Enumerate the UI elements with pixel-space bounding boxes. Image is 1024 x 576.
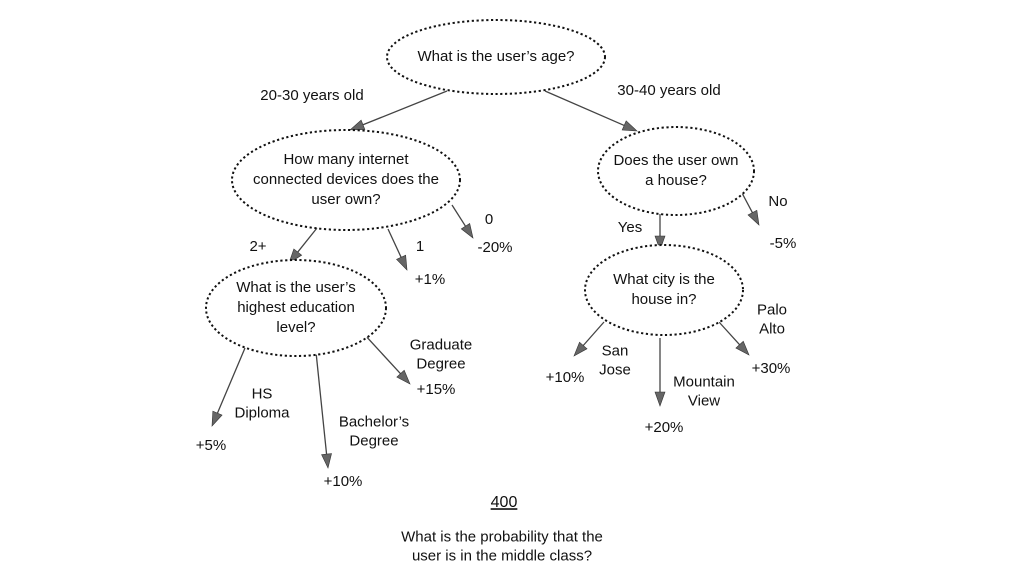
- outcome-hs-diploma: +5%: [196, 437, 226, 454]
- edge-education-hs-head: [211, 410, 223, 427]
- branch-label-hs-diploma: HS Diploma: [234, 385, 290, 421]
- branch-label-bachelors-degree-line-2: Degree: [349, 432, 398, 449]
- branch-label-no-line-1: No: [768, 193, 787, 210]
- edge-age-to-house-head: [621, 120, 638, 132]
- outcome-devices-0: -20%: [477, 239, 512, 256]
- node-house-text-line-2: a house?: [645, 172, 707, 189]
- edge-devices-1-head: [396, 254, 408, 271]
- node-age-text-line-1: What is the user’s age?: [417, 48, 574, 65]
- edge-devices-0: [451, 204, 474, 239]
- edge-age-to-house: [544, 90, 638, 132]
- edge-devices-1: [387, 228, 408, 271]
- node-devices-text-line-1: How many internet: [283, 151, 409, 168]
- branch-label-1: 1: [416, 238, 424, 255]
- node-devices: How many internet connected devices does …: [231, 129, 461, 231]
- outcome-devices-1: +1%: [415, 271, 445, 288]
- node-devices-outline: [231, 129, 461, 231]
- edge-house-no-head: [747, 209, 760, 226]
- edge-devices-to-education: [288, 227, 318, 264]
- branch-label-0-line-1: 0: [485, 211, 493, 228]
- edge-education-graduate-head: [396, 369, 411, 385]
- branch-label-20-30-line-1: 20-30 years old: [260, 87, 363, 104]
- node-house: Does the user own a house?: [597, 126, 755, 216]
- edge-city-san-jose-head: [573, 341, 588, 357]
- branch-label-yes: Yes: [618, 219, 642, 236]
- branch-label-2plus: 2+: [249, 238, 266, 255]
- node-education-text-line-1: What is the user’s: [236, 279, 356, 296]
- node-city-outline: [584, 244, 744, 336]
- edge-city-palo-alto: [718, 321, 750, 356]
- node-city: What city is the house in?: [584, 244, 744, 336]
- node-education-text-line-2: highest education: [237, 299, 355, 316]
- node-education-outline: [205, 259, 387, 357]
- edge-house-yes: [654, 212, 666, 251]
- edge-city-san-jose: [573, 321, 605, 357]
- branch-label-san-jose-line-1: San: [602, 342, 629, 359]
- branch-label-mountain-view-line-2: View: [688, 392, 720, 409]
- node-house-outline: [597, 126, 755, 216]
- node-age: What is the user’s age?: [386, 19, 606, 95]
- edge-education-hs: [211, 347, 246, 427]
- branch-label-2plus-line-1: 2+: [249, 238, 266, 255]
- node-house-text-line-1: Does the user own: [613, 152, 738, 169]
- edge-house-yes-head: [654, 235, 666, 251]
- branch-label-yes-line-1: Yes: [618, 219, 642, 236]
- branch-label-30-40: 30-40 years old: [617, 82, 720, 99]
- branch-label-graduate-degree-line-1: Graduate: [410, 336, 473, 353]
- branch-label-30-40-line-1: 30-40 years old: [617, 82, 720, 99]
- outcome-graduate-degree: +15%: [417, 381, 456, 398]
- branch-label-palo-alto-line-2: Alto: [759, 320, 785, 337]
- branch-label-bachelors-degree-line-1: Bachelor’s: [339, 413, 409, 430]
- outcome-palo-alto: +30%: [752, 360, 791, 377]
- outcome-house-no: -5%: [770, 235, 797, 252]
- branch-label-palo-alto-line-1: Palo: [757, 301, 787, 318]
- edge-house-no: [741, 192, 760, 226]
- node-devices-text-line-3: user own?: [311, 191, 380, 208]
- node-education: What is the user’s highest education level…: [205, 259, 387, 357]
- edge-education-graduate: [363, 333, 411, 385]
- branch-label-no: No: [768, 193, 787, 210]
- edge-age-to-devices: [349, 90, 448, 131]
- edge-education-bachelor-head: [321, 453, 332, 469]
- figure-caption-line-2: user is in the middle class?: [412, 547, 592, 564]
- branch-label-hs-diploma-line-1: HS: [252, 385, 273, 402]
- edge-age-to-devices-head: [349, 119, 366, 131]
- branch-label-san-jose-line-2: Jose: [599, 361, 631, 378]
- branch-label-1-line-1: 1: [416, 238, 424, 255]
- outcome-san-jose: +10%: [546, 369, 585, 386]
- node-education-text-line-3: level?: [276, 319, 315, 336]
- node-devices-text-line-2: connected devices does the: [253, 171, 439, 188]
- edge-city-mountain-view: [654, 338, 666, 407]
- branch-label-20-30: 20-30 years old: [260, 87, 363, 104]
- branch-label-graduate-degree-line-2: Degree: [416, 355, 465, 372]
- edge-city-palo-alto-head: [735, 340, 750, 356]
- figure-number: 400: [491, 494, 518, 511]
- figure-caption: What is the probability that the user is …: [401, 528, 603, 564]
- edge-devices-0-head: [460, 223, 474, 239]
- edge-education-bachelor: [315, 351, 332, 469]
- node-city-text-line-1: What city is the: [613, 271, 715, 288]
- branch-label-0: 0: [485, 211, 493, 228]
- branch-label-mountain-view-line-1: Mountain: [673, 373, 735, 390]
- outcome-mountain-view: +20%: [645, 419, 684, 436]
- outcome-bachelors-degree: +10%: [324, 473, 363, 490]
- node-age-outline: [386, 19, 606, 95]
- node-city-text-line-2: house in?: [631, 291, 696, 308]
- figure-caption-line-1: What is the probability that the: [401, 528, 603, 545]
- branch-label-hs-diploma-line-2: Diploma: [234, 404, 290, 421]
- edge-city-mountain-view-head: [654, 391, 666, 407]
